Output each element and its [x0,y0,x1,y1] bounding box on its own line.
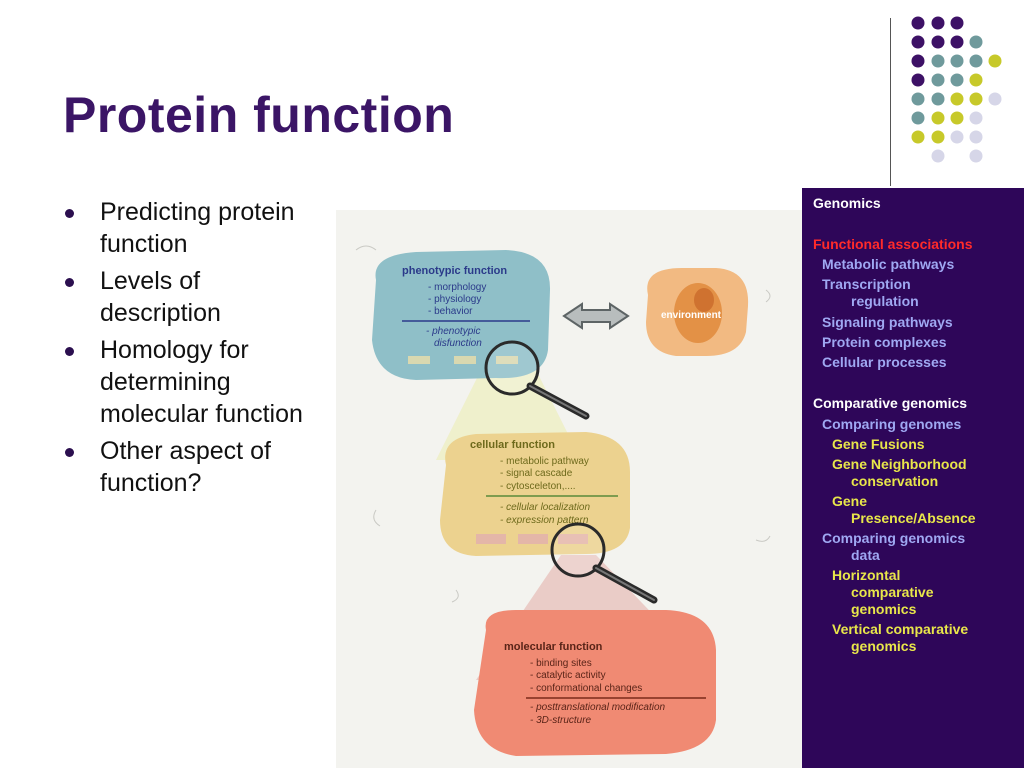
sidebar-item-horizontal-cont[interactable]: genomics [851,601,917,617]
phenotypic-heading: phenotypic function [402,265,507,277]
sidebar-item-comparative-genomics[interactable]: Comparative genomics [813,395,968,411]
cellular-tag [518,534,548,544]
decorative-dot [950,54,964,68]
decorative-dot [931,130,945,144]
decorative-dot [969,130,983,144]
molecular-italic: - 3D-structure [530,715,592,726]
decorative-dot [950,111,964,125]
molecular-italic: - posttranslational modification [530,702,666,713]
decorative-dot [988,54,1002,68]
cellular-item: - metabolic pathway [500,456,589,467]
sidebar-item-transcription-regulation[interactable]: Transcription [822,276,911,292]
sidebar-item-gene-fusions[interactable]: Gene Fusions [832,436,925,452]
divider-line [890,18,891,186]
sidebar-item-vertical-cont[interactable]: genomics [851,638,917,654]
magnifier-icon [484,340,590,420]
cellular-italic: - cellular localization [500,502,590,513]
double-arrow-icon [562,302,630,330]
protein-function-levels-figure: phenotypic function - morphology - physi… [336,210,802,768]
sketch-marks [355,245,771,603]
phenotypic-italic: disfunction [434,338,482,349]
bullet-item: Levels of description [62,265,312,329]
phenotypic-item: - behavior [428,306,473,317]
decorative-dot [969,149,983,163]
phenotypic-item: - morphology [428,282,486,293]
cellular-tag [558,534,588,544]
molecular-function-bubble [474,610,716,756]
decorative-dot [969,54,983,68]
sidebar-item-cellular-processes[interactable]: Cellular processes [822,354,947,370]
sidebar-item-gene-neighborhood-cont[interactable]: conservation [851,473,939,489]
phenotypic-tag [408,356,430,364]
environment-label: environment [661,310,722,321]
decorative-dot [969,35,983,49]
decorative-dot [950,92,964,106]
phenotypic-italic: - phenotypic [426,326,480,337]
molecular-heading: molecular function [504,641,603,653]
decorative-dot [931,54,945,68]
sidebar-item-metabolic-pathways[interactable]: Metabolic pathways [822,256,955,272]
phenotypic-function-bubble [372,250,551,380]
decorative-dot [931,16,945,30]
decorative-dot [931,149,945,163]
sidebar-item-horizontal[interactable]: Horizontal [832,567,901,583]
decorative-dot [950,130,964,144]
decorative-dot [950,16,964,30]
sidebar-item-comparing-genomics-data-cont[interactable]: data [851,547,880,563]
bullet-item: Other aspect of function? [62,435,312,499]
decorative-dot [911,35,925,49]
sidebar-item-gene-presence-cont[interactable]: Presence/Absence [851,510,976,526]
molecular-item: - catalytic activity [530,670,606,681]
sidebar-item-comparing-genomics-data[interactable]: Comparing genomics [822,530,966,546]
sidebar-panel: Genomics Functional associations Metabol… [802,188,1024,768]
decorative-dot [911,111,925,125]
decorative-dot [969,111,983,125]
decorative-dot [931,92,945,106]
sidebar-item-protein-complexes[interactable]: Protein complexes [822,334,947,350]
molecular-item: - binding sites [530,658,592,669]
cellular-italic: - expression pattern [500,515,589,526]
bullet-item: Homology for determining molecular funct… [62,334,312,430]
slide-title: Protein function [63,87,455,143]
decorative-dot [911,130,925,144]
phenotypic-item: - physiology [428,294,481,305]
phenotypic-tag [496,356,518,364]
decorative-dot [931,111,945,125]
cellular-tag [476,534,506,544]
cellular-item: - signal cascade [500,468,573,479]
sidebar-item-signaling-pathways[interactable]: Signaling pathways [822,314,953,330]
bullet-item: Predicting protein function [62,196,312,260]
cellular-heading: cellular function [470,439,555,451]
sidebar-item-comparing-genomes[interactable]: Comparing genomes [822,416,962,432]
sidebar-item-vertical[interactable]: Vertical comparative [832,621,969,637]
sidebar-item-transcription-regulation-cont[interactable]: regulation [851,293,919,309]
bullet-list: Predicting protein function Levels of de… [62,196,312,504]
decorative-dot [911,54,925,68]
decorative-dot [911,16,925,30]
sidebar-item-gene-neighborhood[interactable]: Gene Neighborhood [832,456,967,472]
magnifier-icon [550,522,658,604]
decorative-dot [931,35,945,49]
decorative-dot [911,73,925,87]
decorative-dot [969,73,983,87]
sidebar-item-gene-presence[interactable]: Gene [832,493,868,509]
sidebar-item-horizontal-cont[interactable]: comparative [851,584,934,600]
sidebar-item-genomics[interactable]: Genomics [813,195,881,211]
molecular-item: - conformational changes [530,683,642,694]
embryo-image-detail [694,288,714,312]
decorative-dot [988,92,1002,106]
decorative-dot-grid [911,16,1002,163]
decorative-dot [911,92,925,106]
decorative-dot [950,73,964,87]
phenotypic-tag [454,356,476,364]
decorative-dot [931,73,945,87]
sidebar-item-functional-associations[interactable]: Functional associations [813,236,973,252]
cellular-item: - cytosceleton,.... [500,481,576,492]
decorative-dot [969,92,983,106]
decorative-dot [950,35,964,49]
